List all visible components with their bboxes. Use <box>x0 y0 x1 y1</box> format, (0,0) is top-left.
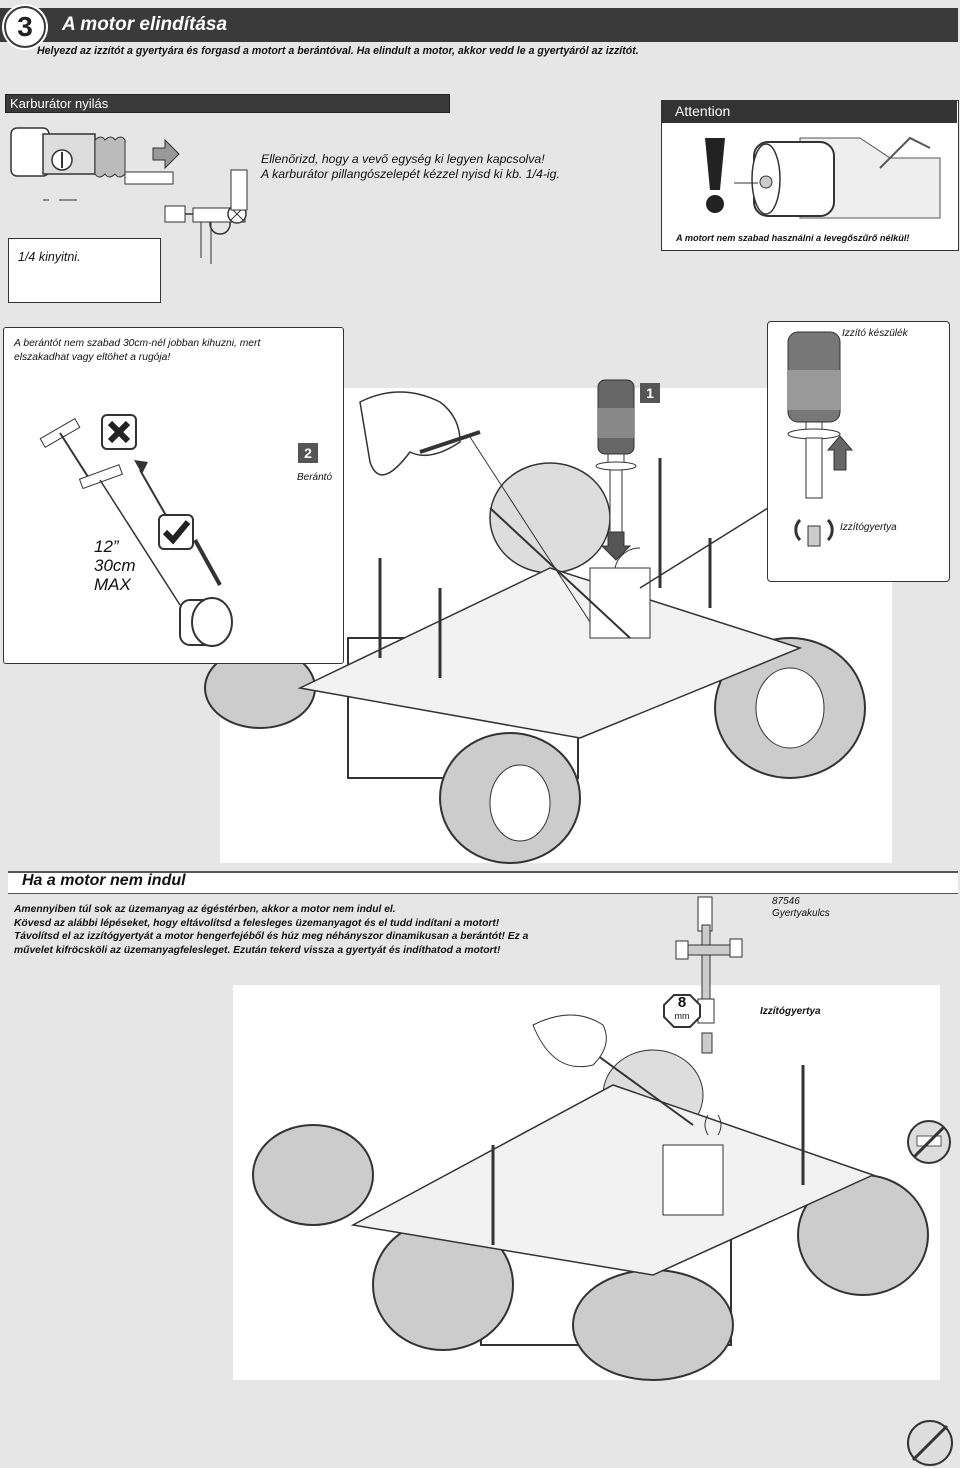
correct-check-icon <box>158 514 194 550</box>
no-start-line-1: Amennyiben túl sok az üzemanyag az égést… <box>14 904 396 915</box>
air-filter-engine-illustration <box>734 136 941 219</box>
attention-header: Attention <box>661 100 957 123</box>
max-length-inches: 12” <box>94 537 119 556</box>
prohibited-sign-correct-icon <box>907 1120 951 1164</box>
glow-plug-label-2: Izzítógyertya <box>760 1006 821 1017</box>
quarter-open-box <box>8 238 161 303</box>
glow-igniter-illustration <box>595 379 637 561</box>
starter-label: Berántó <box>297 472 333 483</box>
max-pull-length-label: 12” 30cm MAX <box>94 537 136 594</box>
step-badge-2: 2 <box>298 443 318 463</box>
step-instruction: Helyezd az izzítót a gyertyára és forgas… <box>37 45 639 57</box>
carburetor-instructions: Ellenőrizd, hogy a vevő egység ki legyen… <box>261 152 560 182</box>
glow-plug-wrench-illustration <box>675 896 743 1054</box>
exclamation-icon <box>705 138 725 213</box>
no-start-header-bar <box>8 871 958 894</box>
wrench-part-number: 87546 <box>772 896 800 907</box>
carburetor-line-2: A karburátor pillangószelepét kézzel nyi… <box>261 167 560 181</box>
hand-pulling-starter-illustration <box>359 391 591 623</box>
no-start-title: Ha a motor nem indul <box>22 872 186 889</box>
no-start-line-3: Távolítsd el az izzítógyertyát a motor h… <box>14 931 529 942</box>
glow-plug-label: Izzítógyertya <box>840 522 897 533</box>
pull-warning-line-1: A berántót nem szabad 30cm-nél jobban ki… <box>14 338 261 349</box>
step-badge-1: 1 <box>640 383 660 403</box>
wrench-label: Gyertyakulcs <box>772 908 830 919</box>
max-length-cm: 30cm <box>94 556 136 575</box>
glow-device-label: Izzító készülék <box>842 328 908 339</box>
wrench-part-info: 87546 Gyertyakulcs <box>772 896 830 920</box>
octagon-size-icon <box>663 994 701 1028</box>
pull-warning-text: A berántót nem szabad 30cm-nél jobban ki… <box>14 337 260 365</box>
wrench-size-value: 8 <box>677 994 687 1011</box>
no-start-line-2: Kövesd az alábbi lépéseket, hogy eltávol… <box>14 917 500 929</box>
pull-warning-line-2: elszakadhat vagy eltöhet a rugója! <box>14 352 171 363</box>
pull-warning-box <box>3 327 344 664</box>
max-length-max: MAX <box>94 575 131 594</box>
quarter-open-label: 1/4 kinyitni. <box>18 250 81 264</box>
glow-device-removal-illustration <box>787 331 854 547</box>
carburetor-header-label: Karburátor nyilás <box>10 96 109 111</box>
step-number-badge: 3 <box>4 6 46 48</box>
carburetor-header: Karburátor nyilás <box>5 94 450 113</box>
car-illustration-flood <box>233 985 940 1381</box>
carburetor-line-1: Ellenőrizd, hogy a vevő egység ki legyen… <box>261 152 545 166</box>
prohibited-final-icon <box>905 1416 953 1464</box>
wrench-size-unit: mm <box>674 1011 690 1021</box>
carburetor-illustration <box>10 127 248 264</box>
step-header-bar <box>0 8 958 42</box>
no-start-line-4: művelet kifröcsköli az üzemanyagfelesleg… <box>14 944 501 956</box>
attention-text: A motort nem szabad használni a levegősz… <box>676 233 910 243</box>
step-title: A motor elindítása <box>62 14 228 35</box>
rc-truck-drawing-2 <box>252 1014 929 1381</box>
attention-header-label: Attention <box>675 103 731 119</box>
wrong-x-icon <box>101 414 137 450</box>
no-start-instructions: Amennyiben túl sok az üzemanyag az égést… <box>14 903 528 957</box>
